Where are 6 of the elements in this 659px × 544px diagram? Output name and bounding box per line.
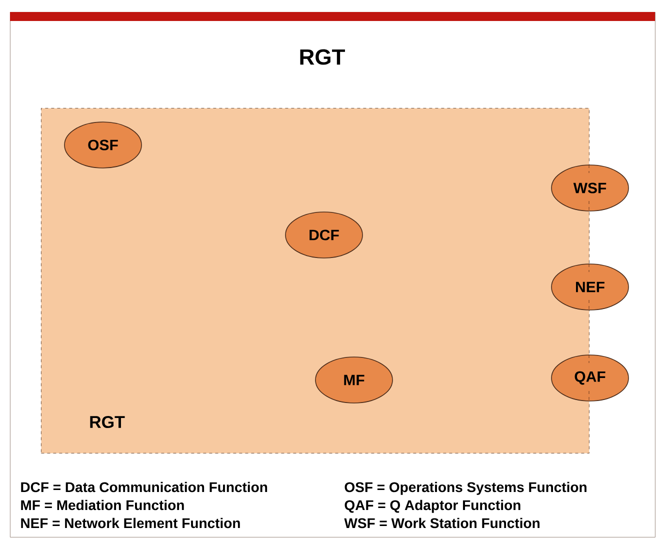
legend-text: QAF = Q Adaptor Function — [344, 500, 520, 513]
legend-text: MF = Mediation Function — [21, 500, 184, 510]
legend-text: DCF = Data Communication Function — [21, 482, 268, 492]
legend-text: WSF = Work Station Function — [344, 518, 540, 528]
legend-text: OSF = Operations Systems Function — [344, 482, 586, 495]
legend-text: NEF = Network Element Function — [21, 518, 240, 528]
